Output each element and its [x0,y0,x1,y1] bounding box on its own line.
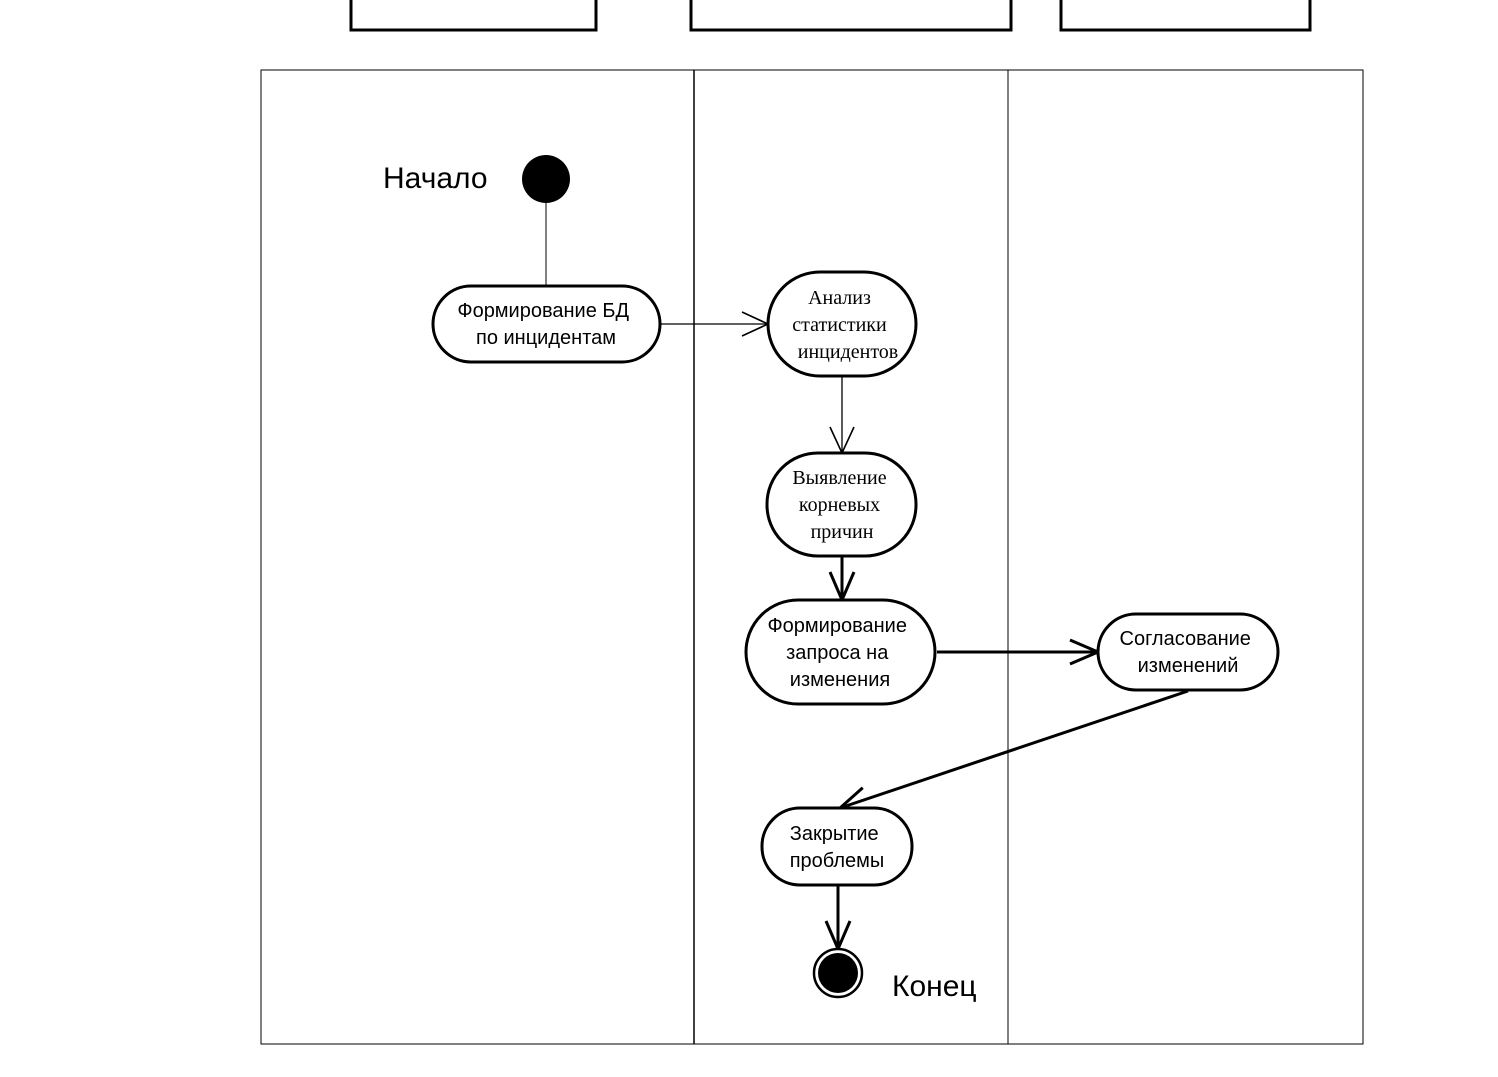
lane-header-2 [689,0,1013,32]
svg-text:Формирование БД по инцид: Формирование БД по инцидентам [457,300,634,349]
start-node [522,155,570,203]
svg-text:Согласование изменений: Согласование изменений [1120,628,1257,677]
swimlane-frame [260,69,1364,1045]
activity-approve-line-2: изменений [1138,655,1239,677]
activity-change-request-line-2: запроса на [786,642,889,664]
activity-close: Закрытие проблемы [760,806,914,887]
activity-change-request-line-1: Формирование [767,615,906,637]
start-label: Начало [383,162,488,195]
activity-change-request: Формирование запроса на изменения [744,598,937,706]
activity-analyze: Анализ статистики инцидентов [766,270,918,378]
activity-form-db-line-1: Формирование БД [457,300,629,322]
edge-approve-to-close [840,689,1189,808]
svg-text:Выявление корневых: Выявление корневых причин [792,467,891,543]
activity-analyze-line-3: инцидентов [798,341,899,363]
activity-close-line-2: проблемы [790,850,885,872]
activity-form-db: Формирование БД по инцидентам [431,284,662,364]
svg-text:Анализ статистики: Анализ статистики инцидентов [792,287,898,363]
svg-text:Закрытие проблемы: Закрытие проблемы [790,823,885,872]
activity-approve: Согласование изменений [1096,612,1280,692]
end-node [812,947,864,999]
lane-header-3 [1059,0,1312,32]
activity-root-causes-line-3: причин [811,521,874,543]
activity-close-line-1: Закрытие [790,823,879,845]
activity-analyze-line-2: статистики [792,314,887,336]
activity-change-request-line-3: изменения [790,669,890,691]
end-label: Конец [892,970,977,1003]
activity-root-causes: Выявление корневых причин [765,451,918,558]
activity-root-causes-line-1: Выявление [792,467,886,489]
activity-root-causes-line-2: корневых [799,494,880,516]
activity-approve-line-1: Согласование [1120,628,1251,650]
activity-analyze-line-1: Анализ [808,287,871,309]
svg-text:Формирование запроса на: Формирование запроса на изменения [767,615,912,691]
activity-form-db-line-2: по инцидентам [476,327,616,349]
lane-header-1 [349,0,598,32]
